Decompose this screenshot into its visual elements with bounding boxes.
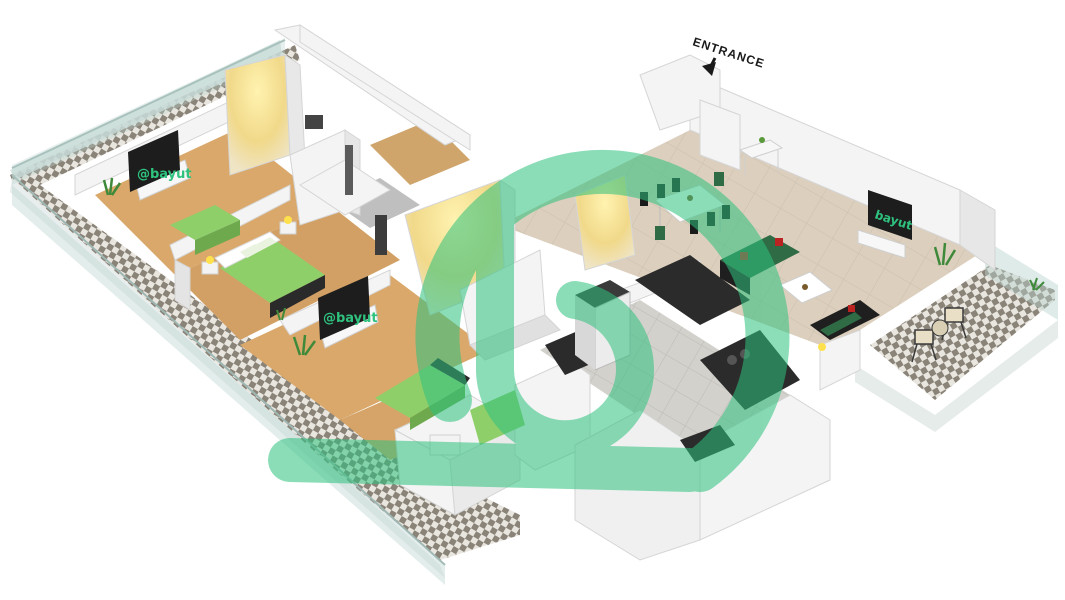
watermark-logo — [268, 149, 790, 492]
balcony-table — [931, 319, 949, 337]
tv-unit: @bayut — [318, 276, 379, 349]
sofa — [810, 300, 880, 340]
nightstand — [279, 216, 297, 235]
plant-icon — [276, 307, 286, 321]
bedroom-2 — [201, 216, 325, 321]
bedroom-1: @bayut — [102, 130, 240, 255]
tv-unit: @bayut — [128, 130, 192, 201]
right-balcony — [855, 240, 1058, 432]
tv-screen-text: @bayut — [323, 311, 378, 326]
lamp — [818, 343, 826, 351]
bed — [170, 205, 240, 255]
tv-unit: bayut — [857, 190, 914, 259]
coffee-table — [779, 271, 833, 304]
balcony-chair — [911, 329, 937, 363]
kitchen-counter — [635, 255, 750, 325]
nightstand — [201, 256, 219, 275]
plant-icon — [292, 334, 317, 356]
plant-icon — [102, 177, 122, 196]
bed — [214, 231, 325, 318]
console-table — [738, 137, 784, 175]
tv-screen-text: @bayut — [137, 167, 192, 182]
plant-icon — [933, 242, 957, 266]
plant-icon — [1029, 277, 1045, 291]
arrow-down-icon — [702, 57, 717, 76]
bathroom — [305, 115, 387, 255]
